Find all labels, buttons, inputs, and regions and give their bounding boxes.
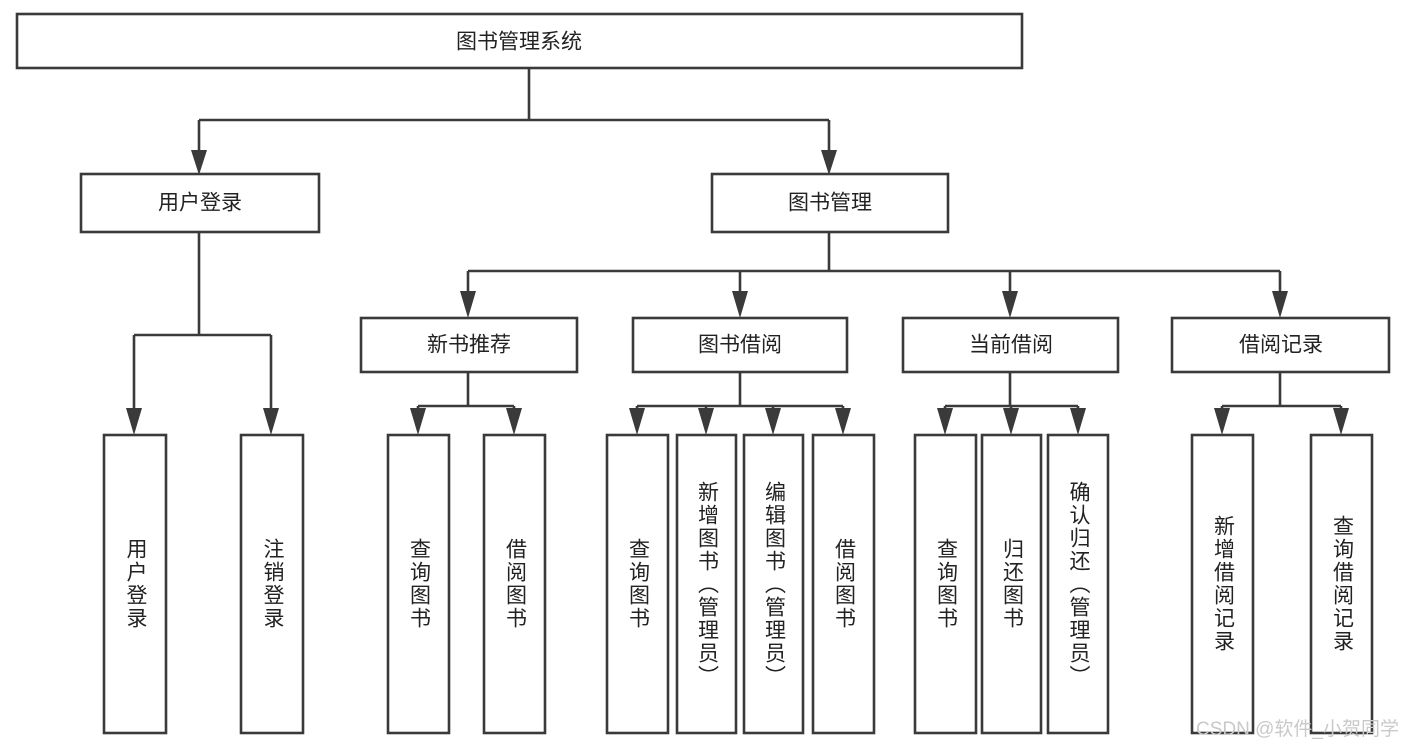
node-bookborrow-label: 图书借阅 [698,334,782,357]
arrow-icon [1214,408,1230,435]
leaf-book-borrow-1-box[interactable] [675,433,738,735]
connector-group-bookmgmt [460,232,1288,318]
leaf-borrow-record-0-box[interactable] [1190,433,1255,735]
arrow-icon [126,408,142,435]
arrow-icon [629,408,645,435]
arrow-icon [460,291,476,318]
leaf-user-login-1-box[interactable] [239,433,305,735]
connector-group-userlogin [126,232,279,435]
arrow-icon [1333,408,1349,435]
node-bookmgmt-label: 图书管理 [788,192,872,215]
node-newbook-label: 新书推荐 [427,334,511,357]
arrow-icon [732,291,748,318]
arrow-icon [1070,408,1086,435]
arrow-icon [410,408,426,435]
arrow-icon [263,408,279,435]
arrow-icon [191,150,207,175]
leaf-book-borrow-3-box[interactable] [811,433,876,735]
leaf-new-book-recommend-0-box[interactable] [386,433,451,735]
leaf-borrow-record-1-box[interactable] [1309,433,1374,735]
node-borrowrecord-box[interactable] [1170,316,1391,374]
leaf-current-borrow-2-box[interactable] [1046,433,1110,735]
arrow-icon [1272,291,1288,318]
node-currentborrow-box[interactable] [901,316,1120,374]
node-newbook-box[interactable] [359,316,579,374]
arrow-icon [765,408,781,435]
leaf-new-book-recommend-1-box[interactable] [482,433,547,735]
connector-group-currentborrow [937,372,1086,435]
connector-group-root [191,68,837,175]
leaf-book-borrow-0-box[interactable] [605,433,670,735]
arrow-icon [1003,408,1019,435]
node-root-label: 图书管理系统 [456,31,582,54]
node-borrowrecord-label: 借阅记录 [1239,334,1323,357]
leaf-current-borrow-0-box[interactable] [913,433,978,735]
connector-group-bookborrow [629,372,851,435]
leaf-book-borrow-2-box[interactable] [742,433,805,735]
node-userlogin-box[interactable] [79,172,321,234]
csdn-watermark: CSDN @软件_小贺同学 [1196,719,1399,740]
leaf-current-borrow-1-box[interactable] [980,433,1043,735]
arrow-icon [821,150,837,175]
node-bookmgmt-box[interactable] [710,172,950,234]
node-userlogin-label: 用户登录 [158,192,242,215]
node-currentborrow-label: 当前借阅 [969,334,1053,357]
leaf-user-login-0-box[interactable] [102,433,168,735]
arrow-icon [506,408,522,435]
arrow-icon [835,408,851,435]
node-root-box[interactable] [15,12,1024,70]
connector-group-newbook [410,372,522,435]
arrow-icon [937,408,953,435]
arrow-icon [1002,291,1018,318]
connector-group-borrowrecord [1214,372,1349,435]
node-bookborrow-box[interactable] [631,316,849,374]
arrow-icon [698,408,714,435]
